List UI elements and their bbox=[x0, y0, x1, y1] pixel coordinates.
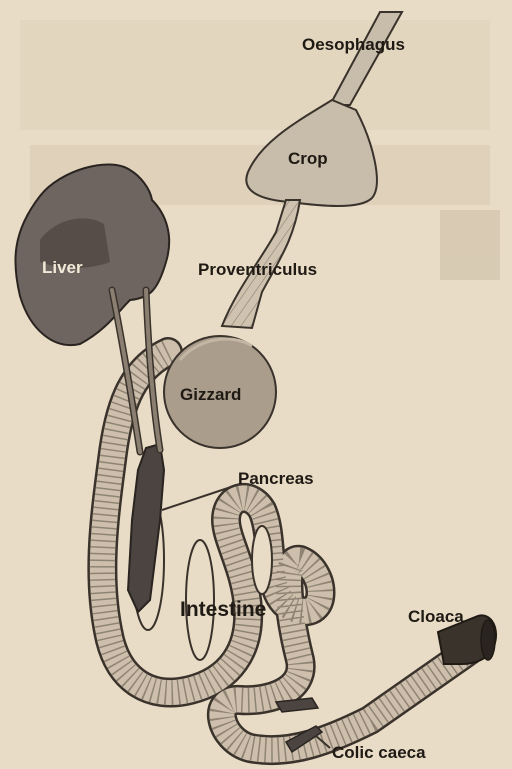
label-gizzard: Gizzard bbox=[180, 385, 241, 404]
label-liver: Liver bbox=[42, 258, 83, 277]
cloaca-opening bbox=[481, 620, 495, 660]
label-oesophagus: Oesophagus bbox=[302, 35, 405, 54]
label-crop: Crop bbox=[288, 149, 328, 168]
label-intestine: Intestine bbox=[180, 598, 266, 621]
label-cloaca: Cloaca bbox=[408, 607, 464, 626]
label-colic-caeca: Colic caeca bbox=[332, 743, 426, 762]
label-pancreas: Pancreas bbox=[238, 469, 314, 488]
label-proventriculus: Proventriculus bbox=[198, 260, 317, 279]
